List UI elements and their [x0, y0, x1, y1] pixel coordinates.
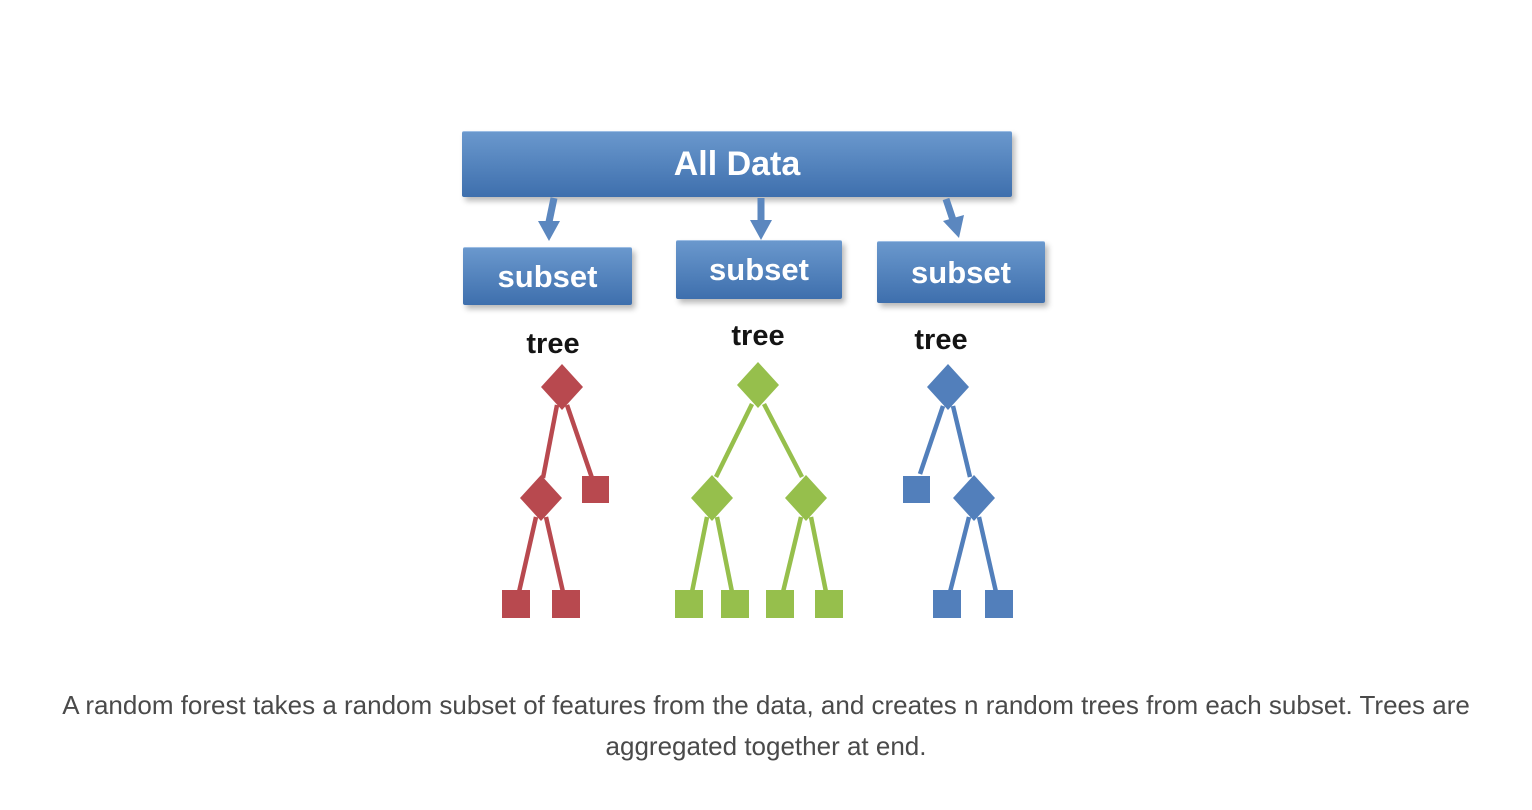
caption-line-2: aggregated together at end.: [605, 731, 927, 761]
tree1-leaf-2: [552, 590, 580, 618]
tree1-left-diamond: [520, 475, 562, 521]
tree-1-red: [502, 364, 609, 618]
tree3-left-leaf: [903, 476, 930, 503]
subset-label-2: subset: [709, 252, 809, 287]
subset-label-3: subset: [911, 254, 1011, 290]
subset-box-2: subset: [676, 240, 842, 299]
tree-3-blue: [903, 364, 1013, 618]
arrowhead-icon: [538, 221, 560, 241]
arrow-to-subset-2: [750, 198, 772, 240]
subset-box-1: subset: [463, 247, 632, 305]
caption-line-1: A random forest takes a random subset of…: [62, 690, 1470, 720]
tree3-right-diamond: [953, 475, 995, 521]
arrowhead-icon: [750, 220, 772, 240]
tree-label-3: tree: [914, 324, 968, 356]
arrowhead-icon: [943, 215, 964, 238]
tree2-root-diamond: [737, 362, 779, 408]
tree-label-2: tree: [731, 320, 785, 352]
tree-label-1: tree: [526, 328, 580, 360]
tree2-leaf-1: [675, 590, 703, 618]
tree2-leaf-3: [766, 590, 794, 618]
subset-box-3: subset: [877, 241, 1045, 303]
tree2-right-diamond: [785, 475, 827, 521]
tree2-left-diamond: [691, 475, 733, 521]
tree-2-green: [675, 362, 843, 618]
tree3-leaf-2: [985, 590, 1013, 618]
tree3-leaf-1: [933, 590, 961, 618]
arrow-to-subset-3: [942, 197, 964, 238]
tree2-leaf-2: [721, 590, 749, 618]
tree1-root-diamond: [541, 364, 583, 410]
all-data-box: All Data: [462, 131, 1012, 197]
tree1-leaf-1: [502, 590, 530, 618]
arrow-to-subset-1: [538, 197, 560, 241]
subset-label-1: subset: [497, 258, 598, 294]
caption: A random forest takes a random subset of…: [0, 685, 1532, 767]
tree1-right-leaf: [582, 476, 609, 503]
tree3-root-diamond: [927, 364, 969, 410]
all-data-label: All Data: [673, 145, 801, 183]
tree2-leaf-4: [815, 590, 843, 618]
